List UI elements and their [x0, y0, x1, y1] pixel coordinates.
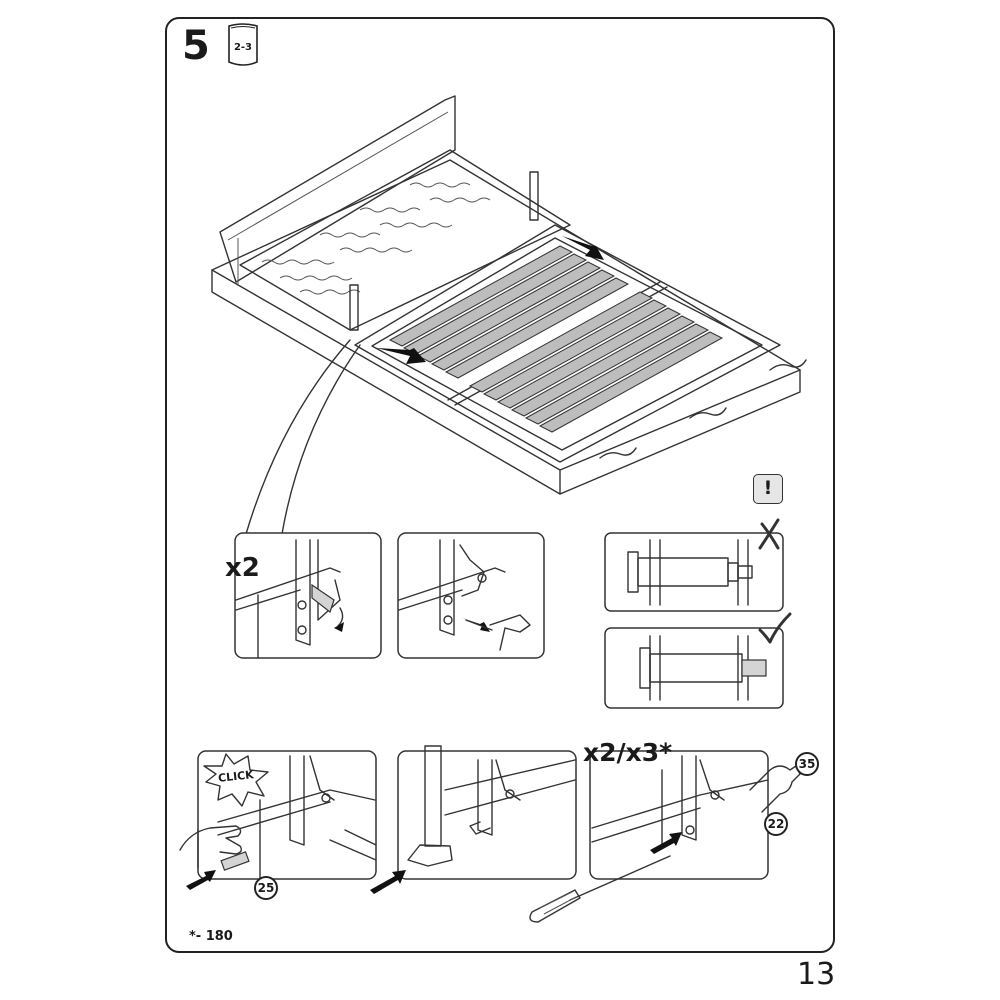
check-mark-icon — [758, 612, 792, 644]
detail-panel-tool-insert — [370, 745, 577, 894]
comparison-panel-right — [604, 627, 784, 709]
comparison-panel-wrong — [604, 532, 784, 612]
detail-panel-bolt-insert — [179, 750, 377, 890]
part-number-wrench: 35 — [795, 752, 819, 776]
warning-icon: ! — [753, 474, 783, 504]
quantity-label-x2: x2 — [225, 553, 260, 583]
part-number-nut: 22 — [764, 812, 788, 836]
part-number-bolt: 25 — [254, 876, 278, 900]
bed-base-drawing — [211, 95, 807, 535]
page-number: 13 — [797, 957, 836, 992]
step-number: 5 — [182, 23, 210, 69]
detail-panel-lift-1 — [234, 532, 382, 659]
cross-mark-icon — [758, 518, 780, 550]
detail-panel-lift-2 — [397, 532, 545, 659]
quantity-label-x2x3: x2/x3* — [583, 738, 673, 767]
step-frame — [165, 17, 835, 953]
footnote: *- 180 — [189, 929, 233, 944]
people-count-label: 2-3 — [233, 42, 253, 53]
people-count-icon — [228, 23, 258, 66]
